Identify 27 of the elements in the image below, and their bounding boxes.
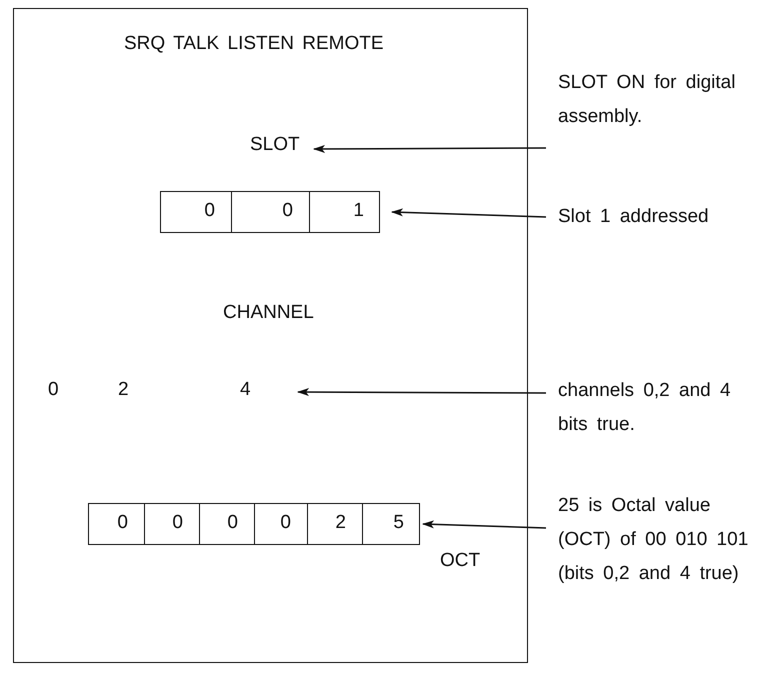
digit-register (88, 503, 420, 545)
digit-cell: 5 (363, 503, 420, 545)
channel-number: 0 (48, 379, 59, 401)
channel-number: 2 (118, 379, 129, 401)
digit-cell: 0 (255, 503, 308, 545)
digit-cell: 0 (160, 191, 232, 233)
arrow (422, 520, 546, 529)
arrow (297, 388, 546, 396)
panel-heading: SRQ TALK LISTEN REMOTE (124, 33, 384, 55)
arrow (313, 144, 546, 153)
digit-cell: 0 (232, 191, 310, 233)
digit-cell: 0 (88, 503, 145, 545)
annotation-text: SLOT ON for digital assembly. (558, 66, 748, 170)
digit-cell: 1 (310, 191, 380, 233)
unit-label: OCT (440, 550, 480, 572)
digit-cell: 0 (200, 503, 255, 545)
display-panel (13, 8, 528, 663)
digit-cell: 2 (308, 503, 363, 545)
channel-number: 4 (240, 379, 251, 401)
arrow (391, 208, 546, 218)
digit-register (160, 191, 380, 233)
annotation-text: 25 is Octal value (OCT) of 00 010 101 (bits 0,2 and 4 true) (558, 489, 758, 665)
display-text: SLOT (250, 134, 308, 164)
section-heading: CHANNEL (223, 302, 314, 324)
annotation-text: channels 0,2 and 4 bits true. (558, 374, 748, 478)
digit-cell: 0 (145, 503, 200, 545)
annotation-text: Slot 1 addressed (558, 200, 748, 270)
